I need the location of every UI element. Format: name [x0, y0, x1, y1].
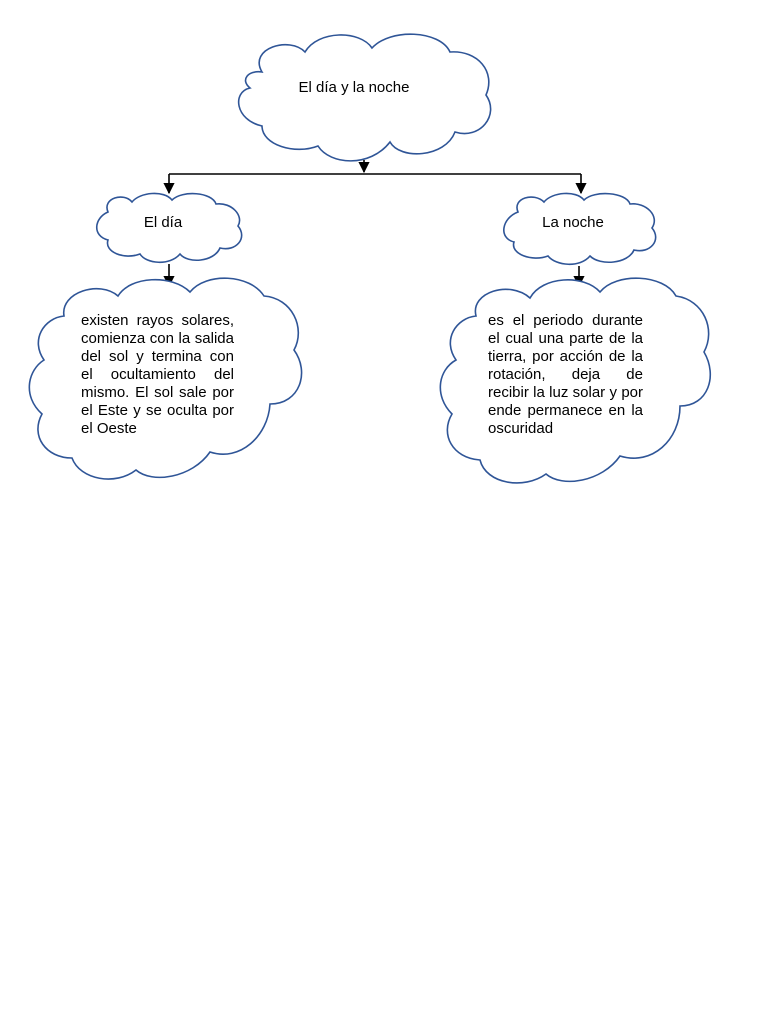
left-description: existen rayos solares, comienza con la s…	[81, 312, 234, 437]
root-cloud	[237, 33, 492, 162]
right-label: La noche	[542, 214, 604, 231]
right-description: es el periodo durante el cual una parte …	[488, 312, 643, 437]
left-description-cloud	[28, 277, 303, 480]
right-description-cloud	[439, 277, 712, 484]
right-label-cloud	[503, 192, 657, 266]
left-label: El día	[143, 214, 183, 231]
left-label-cloud	[95, 192, 243, 264]
connectors	[163, 160, 587, 288]
root-label: El día y la noche	[298, 79, 410, 96]
